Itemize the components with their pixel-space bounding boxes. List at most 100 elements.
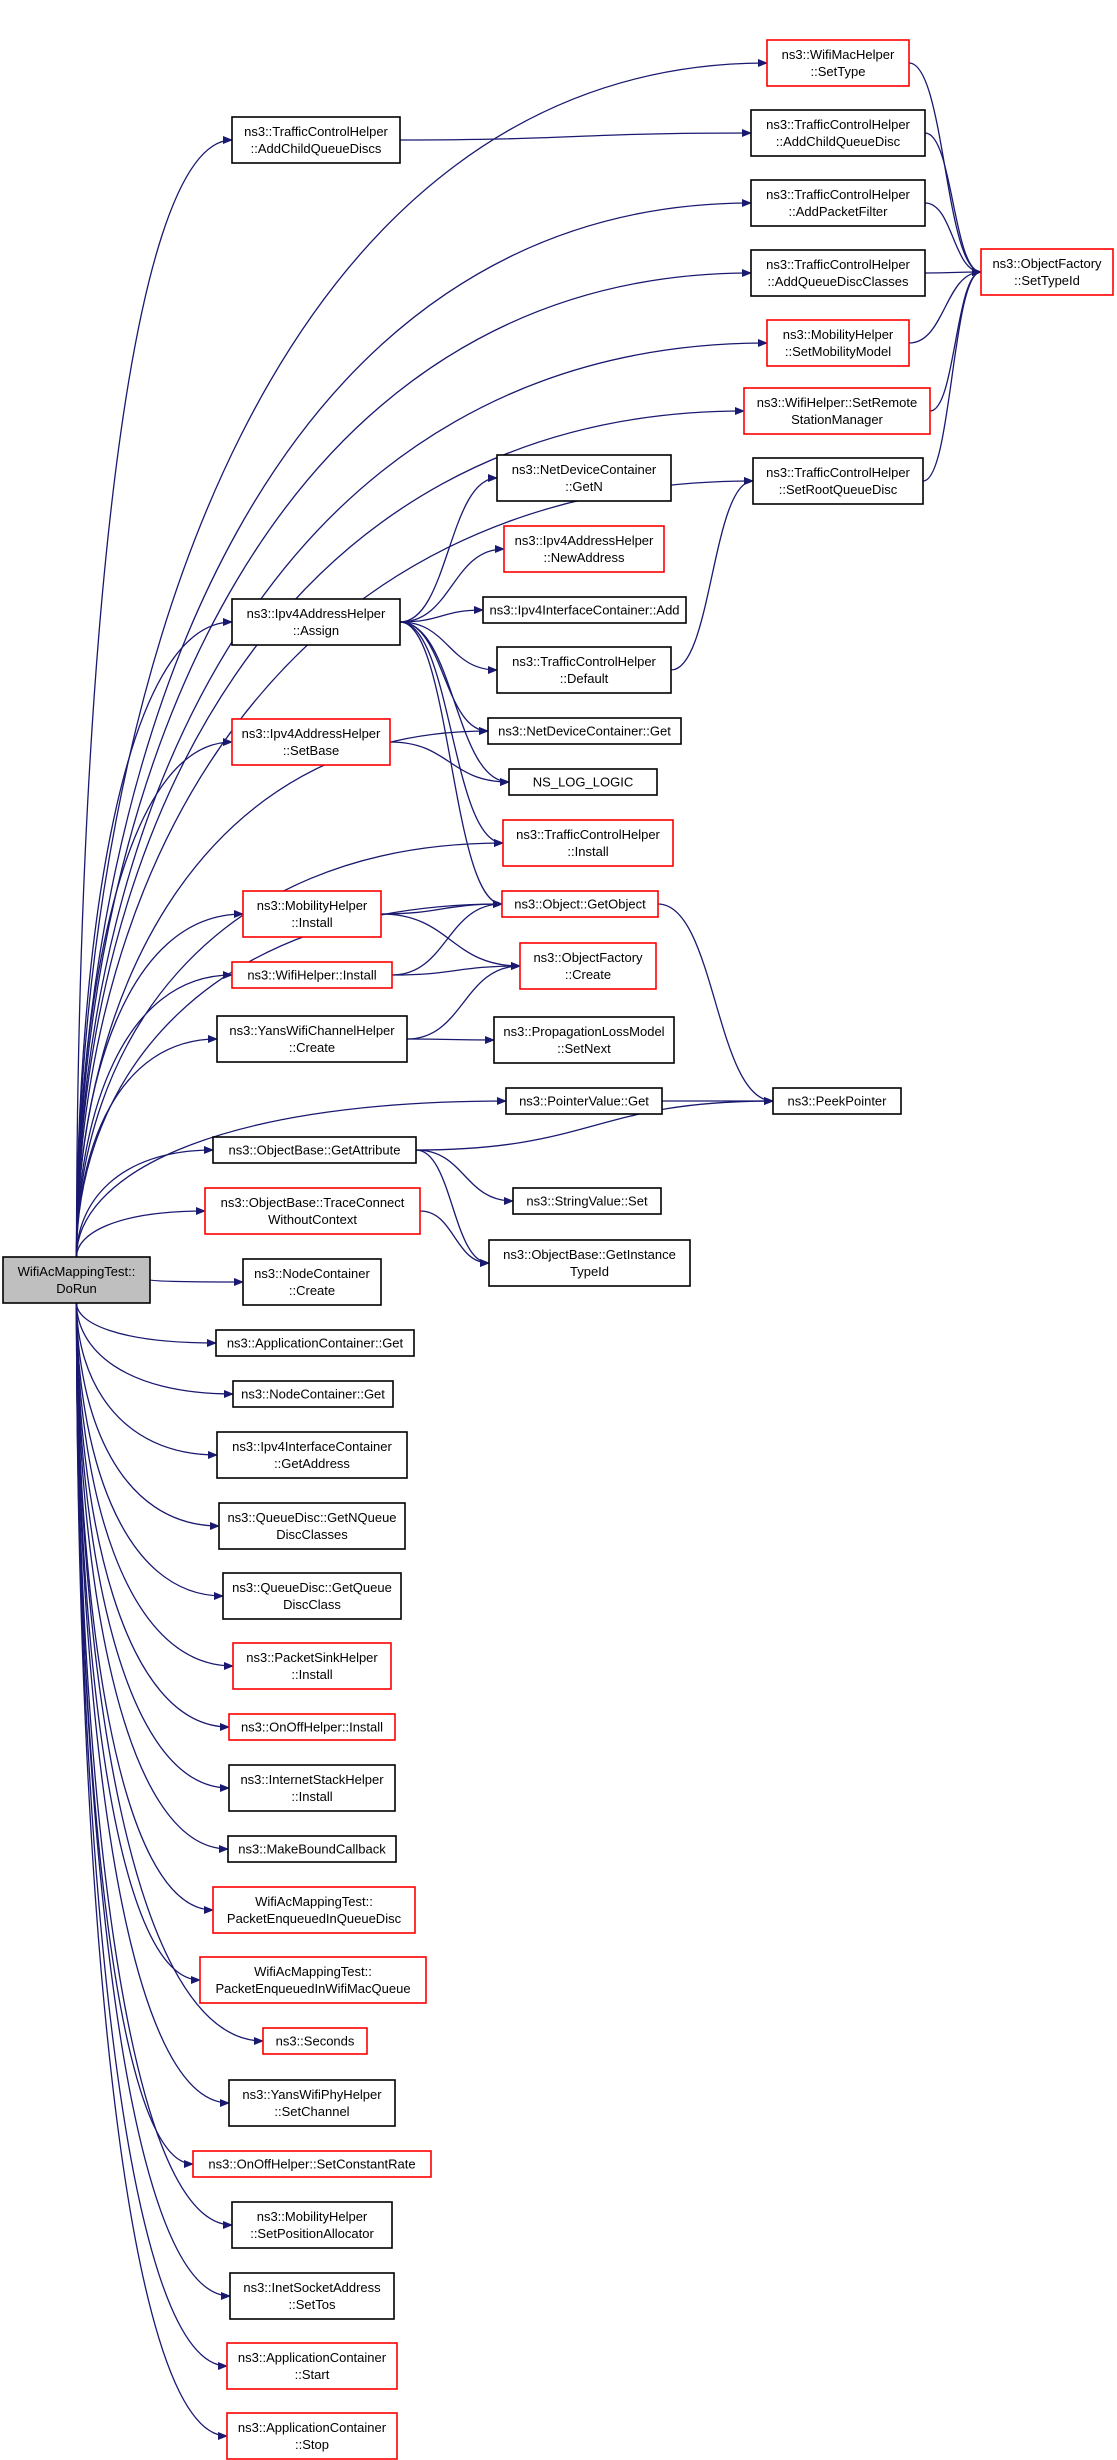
node-label: ns3::MobilityHelper bbox=[257, 898, 368, 913]
node-nodecont-get[interactable]: ns3::NodeContainer::Get bbox=[232, 1380, 394, 1408]
edge-root-to-objbase-traceconnect bbox=[75, 1207, 206, 1258]
node-label: ::Install bbox=[291, 1789, 332, 1804]
edge-objbase-getattr-to-stringvalue-set bbox=[415, 1149, 514, 1205]
node-label: ::SetRootQueueDisc bbox=[779, 482, 898, 497]
node-label: ns3::MobilityHelper bbox=[257, 2209, 368, 2224]
node-objfactory-settypeid[interactable]: ns3::ObjectFactory::SetTypeId bbox=[980, 248, 1114, 296]
node-packetsink-install[interactable]: ns3::PacketSinkHelper::Install bbox=[232, 1642, 392, 1690]
node-label: ns3::TrafficControlHelper bbox=[516, 827, 660, 842]
node-label: ::Create bbox=[289, 1040, 335, 1055]
edge-root-to-nodecont-create bbox=[149, 1277, 244, 1286]
node-pointervalue-get[interactable]: ns3::PointerValue::Get bbox=[505, 1087, 663, 1115]
node-nodecont-create[interactable]: ns3::NodeContainer::Create bbox=[242, 1258, 382, 1306]
node-box bbox=[501, 890, 659, 918]
edge-root-to-ipv4ah-setbase bbox=[75, 738, 233, 1258]
node-tch-setrootqueuedisc[interactable]: ns3::TrafficControlHelper::SetRootQueueD… bbox=[752, 457, 924, 505]
edge-ipv4ah-setbase-to-ns-log-logic bbox=[389, 741, 510, 786]
node-ndc-getn[interactable]: ns3::NetDeviceContainer::GetN bbox=[496, 454, 672, 502]
node-proploss-setnext[interactable]: ns3::PropagationLossModel::SetNext bbox=[493, 1016, 675, 1064]
node-peekpointer[interactable]: ns3::PeekPointer bbox=[772, 1087, 902, 1115]
node-ipv4ah-newaddress[interactable]: ns3::Ipv4AddressHelper::NewAddress bbox=[503, 525, 665, 573]
node-wifi-install[interactable]: ns3::WifiHelper::Install bbox=[231, 961, 393, 989]
edge-root-to-wifi-install bbox=[75, 971, 233, 1258]
node-label: WifiAcMappingTest:: bbox=[18, 1264, 136, 1279]
node-box bbox=[496, 646, 672, 694]
node-ipv4ic-getaddress[interactable]: ns3::Ipv4InterfaceContainer::GetAddress bbox=[216, 1431, 408, 1479]
node-objbase-getattr[interactable]: ns3::ObjectBase::GetAttribute bbox=[212, 1136, 417, 1164]
node-box bbox=[2, 1256, 151, 1304]
edge-yanschan-create-to-objfactory-create bbox=[406, 962, 521, 1040]
node-objbase-traceconnect[interactable]: ns3::ObjectBase::TraceConnectWithoutCont… bbox=[204, 1187, 421, 1235]
node-seconds[interactable]: ns3::Seconds bbox=[262, 2027, 368, 2055]
node-wifimac-settype[interactable]: ns3::WifiMacHelper::SetType bbox=[766, 39, 910, 87]
node-box bbox=[752, 457, 924, 505]
node-label: ns3::Ipv4AddressHelper bbox=[242, 726, 381, 741]
node-box bbox=[519, 942, 657, 990]
node-inetstack-install[interactable]: ns3::InternetStackHelper::Install bbox=[228, 1764, 396, 1812]
node-onoff-setconstantrate[interactable]: ns3::OnOffHelper::SetConstantRate bbox=[192, 2150, 432, 2178]
node-box bbox=[505, 1087, 663, 1115]
node-label: PacketEnqueuedInQueueDisc bbox=[227, 1911, 402, 1926]
node-tch-addpacketfilter[interactable]: ns3::TrafficControlHelper::AddPacketFilt… bbox=[750, 179, 926, 227]
node-label: ns3::Ipv4InterfaceContainer bbox=[232, 1439, 392, 1454]
node-mobility-setposalloc[interactable]: ns3::MobilityHelper::SetPositionAllocato… bbox=[231, 2201, 393, 2249]
node-pkt-enq-wifimac[interactable]: WifiAcMappingTest::PacketEnqueuedInWifiM… bbox=[199, 1956, 427, 2004]
node-makeboundcallback[interactable]: ns3::MakeBoundCallback bbox=[227, 1835, 397, 1863]
node-label: PacketEnqueuedInWifiMacQueue bbox=[215, 1981, 410, 1996]
node-inetsock-settos[interactable]: ns3::InetSocketAddress::SetTos bbox=[229, 2272, 395, 2320]
edge-mobility-setmobilitymodel-to-objfactory-settypeid bbox=[908, 268, 982, 344]
node-box bbox=[232, 1380, 394, 1408]
edge-root-to-inetsock-settos bbox=[75, 1302, 231, 2300]
node-label: ::Stop bbox=[295, 2437, 329, 2452]
edge-root-to-yanschan-create bbox=[75, 1035, 218, 1258]
edge-root-to-seconds bbox=[75, 1302, 264, 2045]
node-tch-addchildqueuedisc[interactable]: ns3::TrafficControlHelper::AddChildQueue… bbox=[750, 109, 926, 157]
edge-tch-setrootqueuedisc-to-objfactory-settypeid bbox=[922, 268, 982, 482]
node-label: ::AddPacketFilter bbox=[789, 204, 889, 219]
node-root[interactable]: WifiAcMappingTest::DoRun bbox=[2, 1256, 151, 1304]
node-mobility-install[interactable]: ns3::MobilityHelper::Install bbox=[242, 890, 382, 938]
edge-root-to-pointervalue-get bbox=[75, 1097, 507, 1258]
node-tch-default[interactable]: ns3::TrafficControlHelper::Default bbox=[496, 646, 672, 694]
node-yanschan-create[interactable]: ns3::YansWifiChannelHelper::Create bbox=[216, 1015, 408, 1063]
node-box bbox=[218, 1502, 406, 1550]
node-label: ns3::WifiHelper::SetRemote bbox=[757, 395, 917, 410]
edge-wifi-install-to-objfactory-create bbox=[391, 962, 521, 976]
node-ipv4ah-assign[interactable]: ns3::Ipv4AddressHelper::Assign bbox=[231, 598, 401, 646]
node-tch-addqueuediscclasses[interactable]: ns3::TrafficControlHelper::AddQueueDiscC… bbox=[750, 249, 926, 297]
node-label: ns3::ApplicationContainer::Get bbox=[227, 1336, 404, 1351]
node-box bbox=[503, 525, 665, 573]
node-pkt-enq-qdisc[interactable]: WifiAcMappingTest::PacketEnqueuedInQueue… bbox=[212, 1886, 416, 1934]
node-label: DiscClass bbox=[283, 1597, 341, 1612]
edge-ipv4ah-assign-to-ndc-getn bbox=[399, 474, 498, 623]
node-box bbox=[750, 179, 926, 227]
node-appcont-get[interactable]: ns3::ApplicationContainer::Get bbox=[215, 1329, 415, 1357]
node-box bbox=[226, 2342, 398, 2390]
node-object-getobject[interactable]: ns3::Object::GetObject bbox=[501, 890, 659, 918]
node-box bbox=[192, 2150, 432, 2178]
node-stringvalue-set[interactable]: ns3::StringValue::Set bbox=[512, 1187, 662, 1215]
edge-wifi-install-to-object-getobject bbox=[391, 900, 503, 976]
node-appcont-start[interactable]: ns3::ApplicationContainer::Start bbox=[226, 2342, 398, 2390]
node-box bbox=[766, 39, 910, 87]
node-ipv4ic-add[interactable]: ns3::Ipv4InterfaceContainer::Add bbox=[482, 596, 687, 624]
node-appcont-stop[interactable]: ns3::ApplicationContainer::Stop bbox=[226, 2412, 398, 2460]
edge-root-to-wifihelper-setremote bbox=[75, 407, 745, 1258]
edge-wifihelper-setremote-to-objfactory-settypeid bbox=[929, 268, 982, 412]
node-label: ns3::WifiHelper::Install bbox=[247, 968, 376, 983]
node-mobility-setmobilitymodel[interactable]: ns3::MobilityHelper::SetMobilityModel bbox=[766, 319, 910, 367]
node-yansphy-setchannel[interactable]: ns3::YansWifiPhyHelper::SetChannel bbox=[228, 2079, 396, 2127]
node-label: ns3::TrafficControlHelper bbox=[512, 654, 656, 669]
node-tch-install[interactable]: ns3::TrafficControlHelper::Install bbox=[502, 819, 674, 867]
node-ndc-get[interactable]: ns3::NetDeviceContainer::Get bbox=[487, 717, 682, 745]
node-objfactory-create[interactable]: ns3::ObjectFactory::Create bbox=[519, 942, 657, 990]
node-ns-log-logic[interactable]: NS_LOG_LOGIC bbox=[508, 768, 658, 796]
node-ipv4ah-setbase[interactable]: ns3::Ipv4AddressHelper::SetBase bbox=[231, 718, 391, 766]
edge-objbase-getattr-to-objbase-getinstancetypeid bbox=[415, 1149, 490, 1267]
node-tch-addchildqueuediscs[interactable]: ns3::TrafficControlHelper::AddChildQueue… bbox=[231, 116, 401, 164]
node-onoff-install[interactable]: ns3::OnOffHelper::Install bbox=[228, 1713, 396, 1741]
